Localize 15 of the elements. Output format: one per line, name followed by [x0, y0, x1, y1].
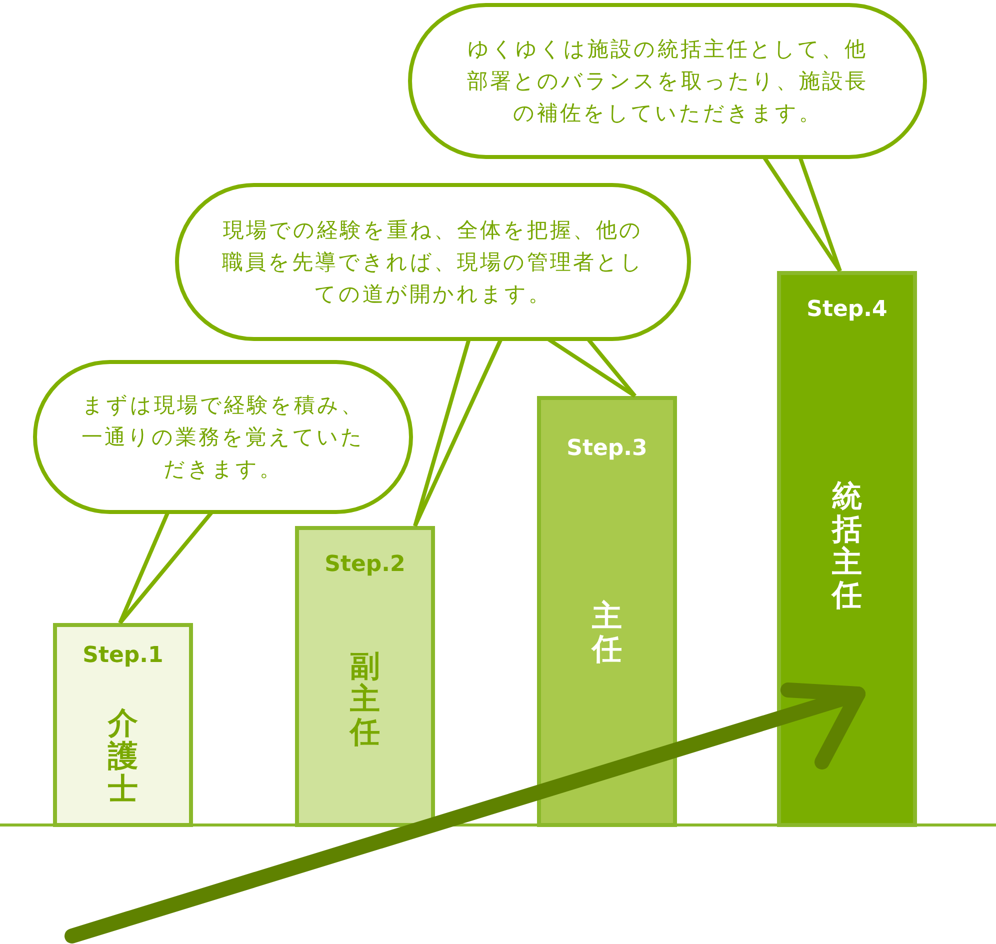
step-label: Step.2 [324, 552, 406, 577]
job-title: 統括主任 [832, 480, 862, 612]
speech-text: ゆくゆくは施設の統括主任として、他部署とのバランスを取ったり、施設長の補佐をしていただきます。 [466, 36, 869, 127]
speech-text: 現場での経験を重ね、全体を把握、他の職員を先導できれば、現場の管理者としての道が開かれます。 [221, 217, 645, 308]
step-bar [295, 526, 435, 827]
step-label: Step.1 [82, 643, 164, 668]
job-title: 介護士 [108, 707, 138, 806]
job-title: 主任 [592, 600, 622, 666]
job-title: 副主任 [350, 650, 380, 749]
step-bar [777, 271, 917, 827]
speech-text: まずは現場で経験を積み、一通りの業務を覚えていただきます。 [80, 392, 366, 483]
step-bar [537, 396, 677, 827]
step-label: Step.4 [806, 297, 888, 322]
step-bar [53, 623, 193, 827]
step-label: Step.3 [566, 436, 648, 461]
